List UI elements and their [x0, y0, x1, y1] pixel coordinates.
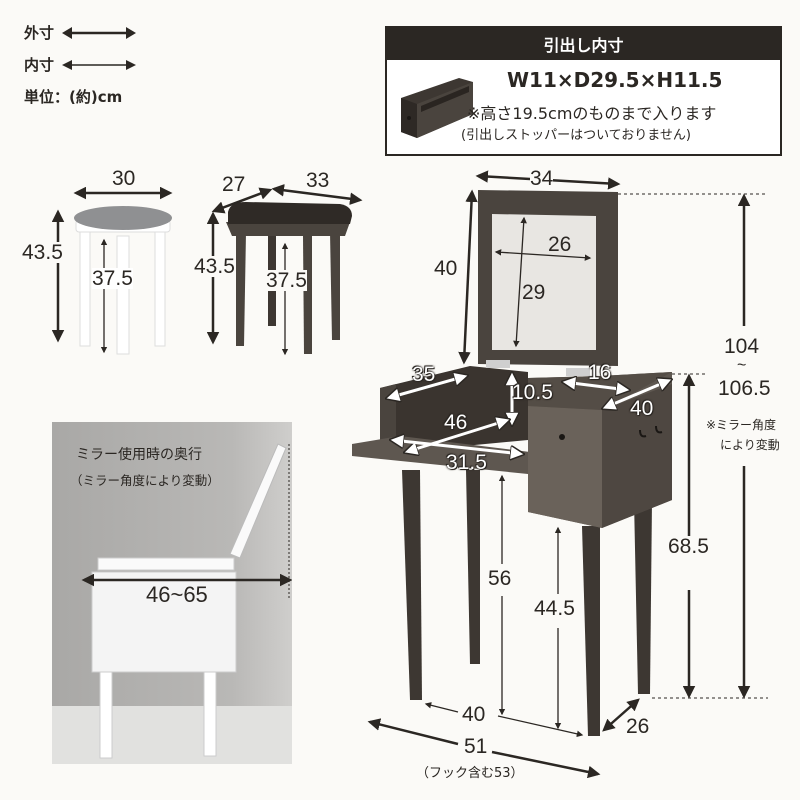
side-view-photo: ミラー使用時の奥行 （ミラー角度により変動） 46~65 — [52, 422, 292, 764]
square-stool-depth: 27 — [222, 173, 246, 196]
under-drawer-height: 44.5 — [534, 597, 575, 620]
under-desk-height: 56 — [488, 567, 512, 590]
mirror-width: 34 — [530, 167, 554, 190]
side-view-title: ミラー使用時の奥行 — [76, 447, 202, 463]
square-stool-width: 33 — [306, 169, 330, 192]
mirror-angle-note-2: により変動 — [720, 438, 780, 452]
units-label: 単位：(約)cm — [24, 88, 123, 106]
round-stool-inner-height: 37.5 — [92, 267, 133, 290]
compartment-width: 31.5 — [446, 451, 487, 474]
drawer-info-box: 引出し内寸 W11×D29.5×H11.5 ※高さ19.5cmのものまで入ります… — [385, 26, 782, 156]
drawer-top-depth: 40 — [630, 397, 654, 420]
glass-width: 26 — [548, 233, 572, 256]
legend-inner: 内寸 — [24, 54, 137, 75]
legend-outer: 外寸 — [24, 22, 137, 43]
inner-dimension-arrow-icon — [62, 59, 137, 70]
table-height: 68.5 — [668, 535, 709, 558]
total-width: 51 — [464, 735, 488, 758]
total-width-note: （フック含む53） — [416, 766, 524, 781]
drawer-stopper-note: (引出しストッパーはついておりません) — [461, 128, 691, 143]
total-height-tilde: ~ — [737, 357, 747, 374]
side-view-illustration — [81, 443, 292, 759]
side-view-depth: 46~65 — [146, 582, 208, 607]
round-stool — [74, 206, 172, 355]
glass-height: 29 — [522, 281, 546, 304]
drawer-dimensions: W11×D29.5×H11.5 — [507, 68, 723, 92]
leg-span-width: 40 — [462, 703, 486, 726]
drawer-height-note: ※高さ19.5cmのものまで入ります — [467, 104, 717, 123]
compartment-height: 10.5 — [512, 381, 553, 404]
square-stool-height: 43.5 — [194, 255, 235, 278]
round-stool-width: 30 — [112, 167, 136, 190]
mirror-angle-note-1: ※ミラー角度 — [706, 418, 777, 432]
leg-span-depth: 26 — [626, 715, 650, 738]
floor — [52, 706, 292, 764]
legend-inner-label: 内寸 — [24, 56, 55, 74]
side-view-subtitle: （ミラー角度により変動） — [70, 473, 220, 488]
compartment-depth: 35 — [412, 363, 436, 386]
drawer-top-width: 16 — [588, 361, 612, 384]
square-stool-inner-height: 37.5 — [266, 269, 307, 292]
drawer-info-title: 引出し内寸 — [387, 28, 780, 60]
compartment-diagonal: 46 — [444, 411, 468, 434]
vanity-table — [352, 190, 672, 736]
mirror-height: 40 — [434, 257, 458, 280]
outer-dimension-arrow-icon — [62, 26, 137, 39]
total-height-min: 104 — [724, 335, 760, 358]
drawer-illustration-icon — [401, 78, 473, 138]
legend-outer-label: 外寸 — [24, 24, 55, 42]
round-stool-height: 43.5 — [22, 241, 63, 264]
total-height-max: 106.5 — [718, 377, 771, 400]
